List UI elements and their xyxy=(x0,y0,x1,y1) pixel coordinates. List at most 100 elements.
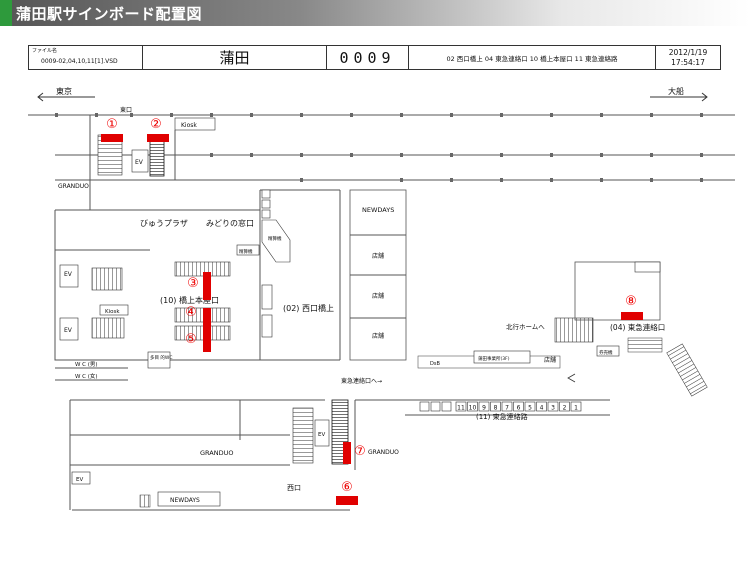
signboard-marker-3: ③ xyxy=(187,276,199,291)
east-ev-label: EV xyxy=(135,159,144,166)
platform-box xyxy=(478,401,490,412)
platform-number: 5 xyxy=(528,405,532,412)
kamata-office xyxy=(473,350,531,364)
wc-female-label: W C (女) xyxy=(75,372,98,380)
wc-area: W C (男) W C (女) 多目 的WC xyxy=(55,351,173,381)
info-bar: ファイル名 0009-02,04,10,11[1].VSD 蒲田 0009 02… xyxy=(28,45,721,70)
file-name: 0009-02,04,10,11[1].VSD xyxy=(41,58,118,65)
platform-box xyxy=(547,401,559,412)
platform-box xyxy=(490,401,501,412)
direction-tokyo-label: 東京 xyxy=(56,86,72,96)
platform-box-empty xyxy=(430,401,441,412)
date-cell: 2012/1/19 17:54:17 xyxy=(656,46,720,69)
gate-bank xyxy=(627,337,663,353)
east-exit-stairs xyxy=(666,343,708,397)
exit-11-label: (11) 東急連絡路 xyxy=(476,412,528,421)
platform-number: 10 xyxy=(469,405,477,412)
view-plaza-label: びゅうプラザ xyxy=(140,219,188,228)
tokyu-stairs xyxy=(292,407,314,464)
multi-wc-label: 多目 的WC xyxy=(150,354,173,361)
station-code: 0009 xyxy=(327,46,409,69)
signboards xyxy=(101,134,643,505)
lower-ev-label: EV xyxy=(76,477,83,483)
west-ev-bottom-label: EV xyxy=(64,327,73,334)
kamata-office-label: 蒲田事業所(3F) xyxy=(478,355,510,362)
exit-10-label: (10) 橋上本屋口 xyxy=(160,295,219,305)
exit-04-label: (04) 東急連絡口 xyxy=(610,322,665,332)
signboard-8 xyxy=(621,312,643,320)
west-ev-bottom xyxy=(59,317,79,341)
platform-box xyxy=(513,401,524,412)
east-kiosk xyxy=(174,117,216,131)
platform-box xyxy=(467,401,478,412)
east-exit-label: 東口 xyxy=(120,106,132,114)
east-ev xyxy=(131,149,149,173)
platform-number: 3 xyxy=(551,405,555,412)
dsb-label: DsB xyxy=(430,361,440,367)
east-escalator xyxy=(149,139,165,177)
midori-label: みどりの窓口 xyxy=(206,218,254,228)
platform-number: 4 xyxy=(540,405,544,412)
to-north-label: 北行ホームへ xyxy=(506,322,545,331)
center-escalator-2 xyxy=(174,307,231,323)
direction-tokyo: 東京 xyxy=(37,86,95,102)
center-escalator-3 xyxy=(174,325,231,341)
west-stairs-bottom xyxy=(91,317,125,339)
time-value: 17:54:17 xyxy=(671,57,705,67)
signboard-5 xyxy=(203,326,211,352)
east-kiosk-label: Kiosk xyxy=(181,122,197,129)
west-stairs-top xyxy=(91,267,123,291)
gate-block-2 xyxy=(261,314,273,338)
lower-concourse xyxy=(69,399,610,511)
file-cell: ファイル名 0009-02,04,10,11[1].VSD xyxy=(29,46,143,69)
platform-box xyxy=(455,401,467,412)
tokyu-ev-label: EV xyxy=(318,432,325,438)
right-gates xyxy=(634,261,661,273)
date-value: 2012/1/19 xyxy=(668,48,708,58)
signboard-marker-7: ⑦ xyxy=(354,444,366,459)
signboard-marker-6: ⑥ xyxy=(341,480,353,495)
platform-number: 7 xyxy=(505,405,509,412)
right-block xyxy=(574,261,661,321)
gate-label: 精算機 xyxy=(268,235,282,242)
seisan-label: 精算機 xyxy=(239,248,253,255)
platform-number: 11 xyxy=(457,405,465,412)
platform-number: 2 xyxy=(563,405,567,412)
ticket-machine-label: 券売機 xyxy=(599,349,613,356)
lower-ev xyxy=(71,471,91,485)
signboard-1 xyxy=(101,134,123,142)
tokyu-ev xyxy=(314,419,330,447)
center-escalator-1 xyxy=(174,261,231,277)
exit-02-label: (02) 西口橋上 xyxy=(283,303,334,313)
signboard-7 xyxy=(343,442,351,464)
exit-list: 02 西口橋上 04 東急連絡口 10 橋上本屋口 11 東急連絡路 xyxy=(409,46,656,69)
station-name: 蒲田 xyxy=(143,46,327,69)
platform-box xyxy=(501,401,513,412)
header-accent xyxy=(0,0,12,26)
file-label: ファイル名 xyxy=(32,48,58,54)
seisan-box xyxy=(236,244,260,256)
signboard-4 xyxy=(203,308,211,326)
granduo-right-label: GRANDUO xyxy=(368,449,399,456)
signboard-6 xyxy=(336,496,358,505)
granduo-top-label: GRANDUO xyxy=(58,183,89,190)
right-shop-label: 店舗 xyxy=(544,356,556,364)
west-kiosk xyxy=(99,304,129,316)
track-posts xyxy=(55,113,703,182)
platform-box xyxy=(524,401,536,412)
signboard-marker-8: ⑧ xyxy=(625,294,637,309)
shop-label-2: 店舗 xyxy=(372,292,384,300)
shop-label-3: 店舗 xyxy=(372,332,384,340)
west-ev-top xyxy=(59,264,79,288)
concourse-outline xyxy=(54,189,341,361)
signboard-marker-4: ④ xyxy=(185,305,197,320)
platform-box-empty xyxy=(419,401,430,412)
signboard-3 xyxy=(203,272,211,300)
header-bar: 蒲田駅サインボード配置図 xyxy=(0,0,750,26)
west-kiosk-label: Kiosk xyxy=(105,309,120,315)
signboard-marker-5: ⑤ xyxy=(185,332,197,347)
shop-label-1: 店舗 xyxy=(372,252,384,260)
